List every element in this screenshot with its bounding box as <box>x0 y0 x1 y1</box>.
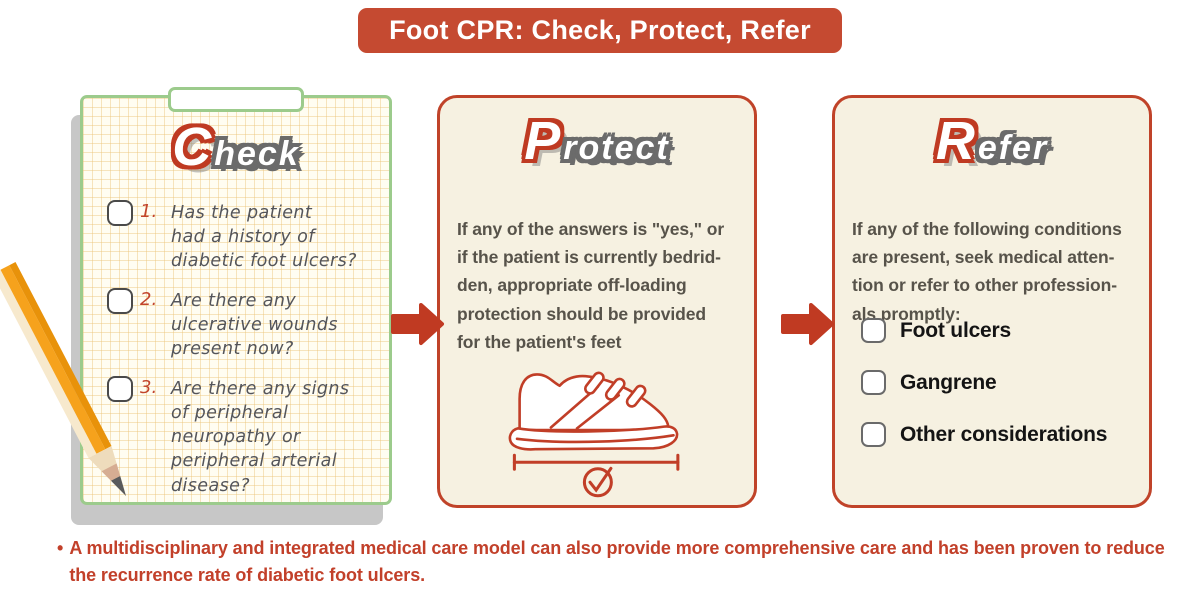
item-text: Are there any ulcerative wounds present … <box>171 291 338 360</box>
check-heading: C heck <box>83 120 389 174</box>
footnote: • A multidisciplinary and integrated med… <box>57 535 1165 589</box>
page-title: Foot CPR: Check, Protect, Refer <box>358 8 842 53</box>
item-number: 2. <box>140 289 158 310</box>
card-protect: P rotect If any of the answers is "yes,"… <box>437 95 757 508</box>
card-check: C heck 1. Has the patient had a history … <box>71 87 392 525</box>
footnote-bullet: • <box>57 538 64 558</box>
item-number: 1. <box>140 201 158 222</box>
protect-heading-initial: P <box>524 111 561 171</box>
check-item-3: 3. Are there any signs of peripheral neu… <box>107 374 349 498</box>
refer-item-foot-ulcers: Foot ulcers <box>861 318 1011 343</box>
arrow-right-icon <box>391 303 444 345</box>
refer-item-label: Foot ulcers <box>900 318 1011 342</box>
card-refer: R efer If any of the following condition… <box>832 95 1152 508</box>
refer-item-label: Other considerations <box>900 422 1108 446</box>
refer-item-gangrene: Gangrene <box>861 370 997 395</box>
check-item-2: 2. Are there any ulcerative wounds prese… <box>107 286 338 361</box>
sneaker-measure-check-icon <box>440 350 754 498</box>
check-heading-initial: C <box>172 117 212 177</box>
footnote-text: A multidisciplinary and integrated medic… <box>69 538 1165 585</box>
checkbox-unchecked[interactable] <box>861 422 886 447</box>
clipboard-clip <box>168 87 304 112</box>
checkbox-unchecked[interactable] <box>107 288 133 314</box>
refer-heading-rest: efer <box>977 129 1049 167</box>
protect-heading-rest: rotect <box>563 129 670 167</box>
arrow-right-icon <box>781 303 834 345</box>
checkbox-unchecked[interactable] <box>107 200 133 226</box>
item-text: Are there any signs of peripheral neurop… <box>171 379 350 496</box>
item-number: 3. <box>140 377 158 398</box>
refer-heading: R efer <box>835 114 1149 168</box>
protect-heading: P rotect <box>440 114 754 168</box>
item-text: Has the patient had a history of diabeti… <box>171 203 357 272</box>
check-item-1: 1. Has the patient had a history of diab… <box>107 198 357 273</box>
check-heading-rest: heck <box>214 135 300 173</box>
checkbox-unchecked[interactable] <box>107 376 133 402</box>
protect-body-text: If any of the answers is "yes," or if th… <box>457 218 725 352</box>
refer-heading-initial: R <box>935 111 975 171</box>
clipboard-board: C heck 1. Has the patient had a history … <box>80 95 392 505</box>
checkbox-unchecked[interactable] <box>861 318 886 343</box>
refer-body-text: If any of the following conditions are p… <box>852 218 1122 324</box>
refer-item-other: Other considerations <box>861 422 1107 447</box>
checkbox-unchecked[interactable] <box>861 370 886 395</box>
refer-item-label: Gangrene <box>900 370 997 394</box>
